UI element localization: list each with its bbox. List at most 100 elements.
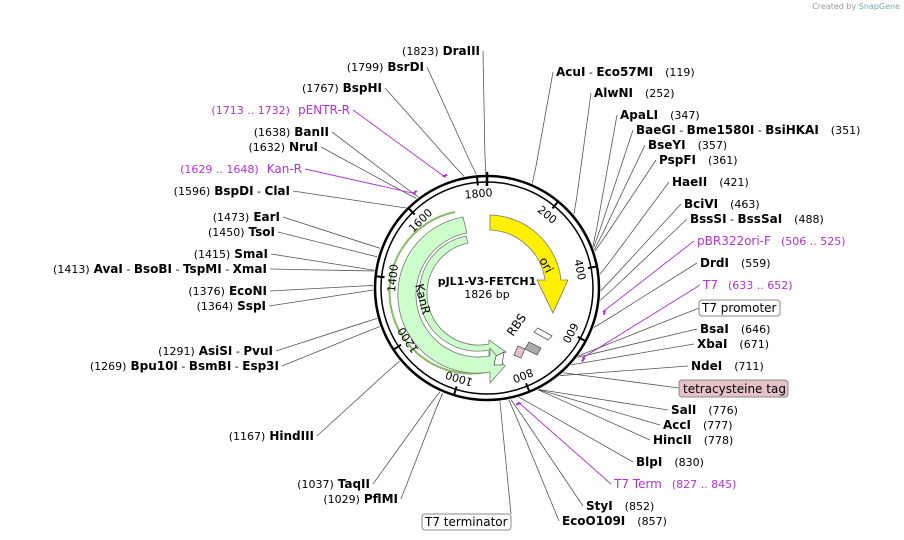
credit-prefix: Created by: [812, 2, 857, 11]
site-name: AcuI: [556, 65, 585, 79]
restriction-site[interactable]: BsaI(646): [700, 322, 770, 336]
t7-terminator-arrow[interactable]: [493, 351, 505, 366]
restriction-site[interactable]: (1638)BanII: [254, 125, 329, 139]
svg-text:(1450)TsoI: (1450)TsoI: [208, 225, 275, 239]
restriction-site[interactable]: BssSI - BssSaI(488): [690, 212, 824, 226]
restriction-site[interactable]: (1767)BspHI: [302, 81, 382, 95]
tick-label: 800: [511, 365, 535, 385]
svg-text:HincII(778): HincII(778): [653, 433, 733, 447]
tick-mark: [577, 335, 587, 342]
site-position: (1167): [229, 430, 266, 443]
primer-range: (1713 .. 1732): [211, 104, 290, 117]
leader-line: [372, 391, 441, 485]
restriction-site[interactable]: (1364)SspI: [197, 299, 266, 313]
primer-label[interactable]: (1713 .. 1732)pENTR-R: [211, 103, 350, 117]
restriction-site[interactable]: (1632)NruI: [248, 140, 318, 154]
tick-mark: [587, 265, 598, 270]
restriction-site[interactable]: (1291)AsiSI - PvuI: [158, 344, 273, 358]
svg-text:BlpI(830): BlpI(830): [636, 455, 704, 469]
leader-line: [270, 253, 375, 271]
primer-label[interactable]: T7 Term(827 .. 845): [613, 477, 736, 491]
svg-text:SalI(776): SalI(776): [671, 403, 738, 417]
tick-mark: [475, 176, 479, 186]
restriction-site[interactable]: AlwNI(252): [594, 86, 675, 100]
svg-text:BssSI - BssSaI(488): BssSI - BssSaI(488): [690, 212, 824, 226]
site-name: ApaLI: [620, 108, 658, 122]
restriction-site[interactable]: NdeI(711): [691, 359, 764, 373]
primer-label[interactable]: T7(633 .. 652): [702, 278, 793, 292]
restriction-site[interactable]: ApaLI (347): [620, 108, 700, 122]
restriction-site[interactable]: (1029)PflMI: [323, 492, 398, 506]
restriction-site[interactable]: (1269)Bpu10I - BsmBI - Esp3I: [90, 359, 279, 373]
site-name: StyI: [586, 499, 613, 513]
primer-label[interactable]: (1629 .. 1648)Kan-R: [180, 162, 302, 176]
site-position: (776): [708, 404, 738, 417]
restriction-site[interactable]: AccI(777): [663, 418, 733, 432]
site-name: Eco57MI: [596, 65, 653, 79]
site-position: (488): [794, 213, 824, 226]
restriction-site[interactable]: HincII(778): [653, 433, 733, 447]
restriction-site[interactable]: (1823)DraIII: [402, 44, 480, 58]
restriction-site[interactable]: (1376)EcoNI: [188, 284, 267, 298]
leader-line-group: [268, 50, 701, 522]
restriction-site[interactable]: SalI(776): [671, 403, 738, 417]
restriction-site[interactable]: DrdI(559): [700, 256, 771, 270]
svg-text:pBR322ori-F(506 .. 525): pBR322ori-F(506 .. 525): [697, 234, 846, 248]
restriction-site[interactable]: XbaI(671): [697, 337, 769, 351]
site-position: (830): [674, 456, 704, 469]
leader-line: [275, 318, 378, 352]
tetracysteine-label: tetracysteine tag: [683, 382, 786, 396]
svg-text:(1713 .. 1732)pENTR-R: (1713 .. 1732)pENTR-R: [211, 103, 350, 117]
primer-label[interactable]: pBR322ori-F(506 .. 525): [697, 234, 846, 248]
site-position: (1376): [188, 285, 225, 298]
tetracysteine-feature[interactable]: [513, 345, 526, 359]
site-position: (777): [703, 419, 733, 432]
rbs-feature[interactable]: [524, 341, 542, 356]
site-position: (1596): [174, 185, 211, 198]
restriction-site[interactable]: (1037)TaqII: [297, 477, 370, 491]
restriction-site[interactable]: (1596)BspDI - ClaI: [174, 184, 290, 198]
svg-text:(1596)BspDI - ClaI: (1596)BspDI - ClaI: [174, 184, 290, 198]
ori-feature[interactable]: [489, 214, 569, 314]
svg-text:BsaI(646): BsaI(646): [700, 322, 770, 336]
site-position: (347): [670, 109, 700, 122]
site-name: TspMI: [183, 262, 222, 276]
svg-text:StyI(852): StyI(852): [586, 499, 654, 513]
leader-line: [593, 262, 698, 328]
primer-leader: [581, 284, 701, 359]
restriction-site[interactable]: (1167)HindIII: [229, 429, 314, 443]
site-name: TaqII: [338, 477, 370, 491]
t7-promoter-arrow[interactable]: [533, 327, 553, 341]
site-name: BsoBI: [134, 262, 172, 276]
site-position: (1291): [158, 345, 195, 358]
restriction-site[interactable]: (1450)TsoI: [208, 225, 275, 239]
t7-promoter-box[interactable]: T7 promoter: [698, 299, 781, 317]
restriction-site[interactable]: (1473)EarI: [213, 210, 280, 224]
svg-text:AccI(777): AccI(777): [663, 418, 733, 432]
tick-mark: [525, 382, 531, 393]
restriction-site[interactable]: BaeGI - Bme1580I - BsiHKAI(351): [636, 123, 860, 137]
svg-text:(1167)HindIII: (1167)HindIII: [229, 429, 314, 443]
restriction-site[interactable]: EcoO109I(857): [562, 514, 667, 528]
restriction-site[interactable]: BciVI(463): [684, 197, 760, 211]
site-name: NruI: [289, 140, 318, 154]
restriction-site[interactable]: PspFI(361): [659, 153, 738, 167]
restriction-site[interactable]: BseYI(357): [648, 138, 727, 152]
tetracysteine-box[interactable]: tetracysteine tag: [678, 379, 789, 398]
svg-text:(1269)Bpu10I - BsmBI - Esp3I: (1269)Bpu10I - BsmBI - Esp3I: [90, 359, 279, 373]
site-name: BsrDI: [387, 60, 424, 74]
restriction-site[interactable]: (1413)AvaI - BsoBI - TspMI - XmaI: [53, 262, 267, 276]
restriction-site[interactable]: BlpI(830): [636, 455, 704, 469]
leader-line: [559, 365, 689, 376]
leader-line: [400, 392, 444, 500]
primer-range: (633 .. 652): [728, 279, 793, 292]
leader-line: [594, 159, 657, 252]
restriction-site[interactable]: AcuI - Eco57MI(119): [556, 65, 695, 79]
restriction-site[interactable]: (1415)SmaI: [194, 247, 268, 261]
t7-terminator-box[interactable]: T7 terminator: [421, 513, 512, 531]
restriction-site[interactable]: HaeII(421): [672, 175, 749, 189]
site-position: (1799): [347, 61, 384, 74]
kanr-feature[interactable]: [418, 235, 507, 360]
restriction-site[interactable]: StyI(852): [586, 499, 654, 513]
restriction-site[interactable]: (1799)BsrDI: [347, 60, 424, 74]
